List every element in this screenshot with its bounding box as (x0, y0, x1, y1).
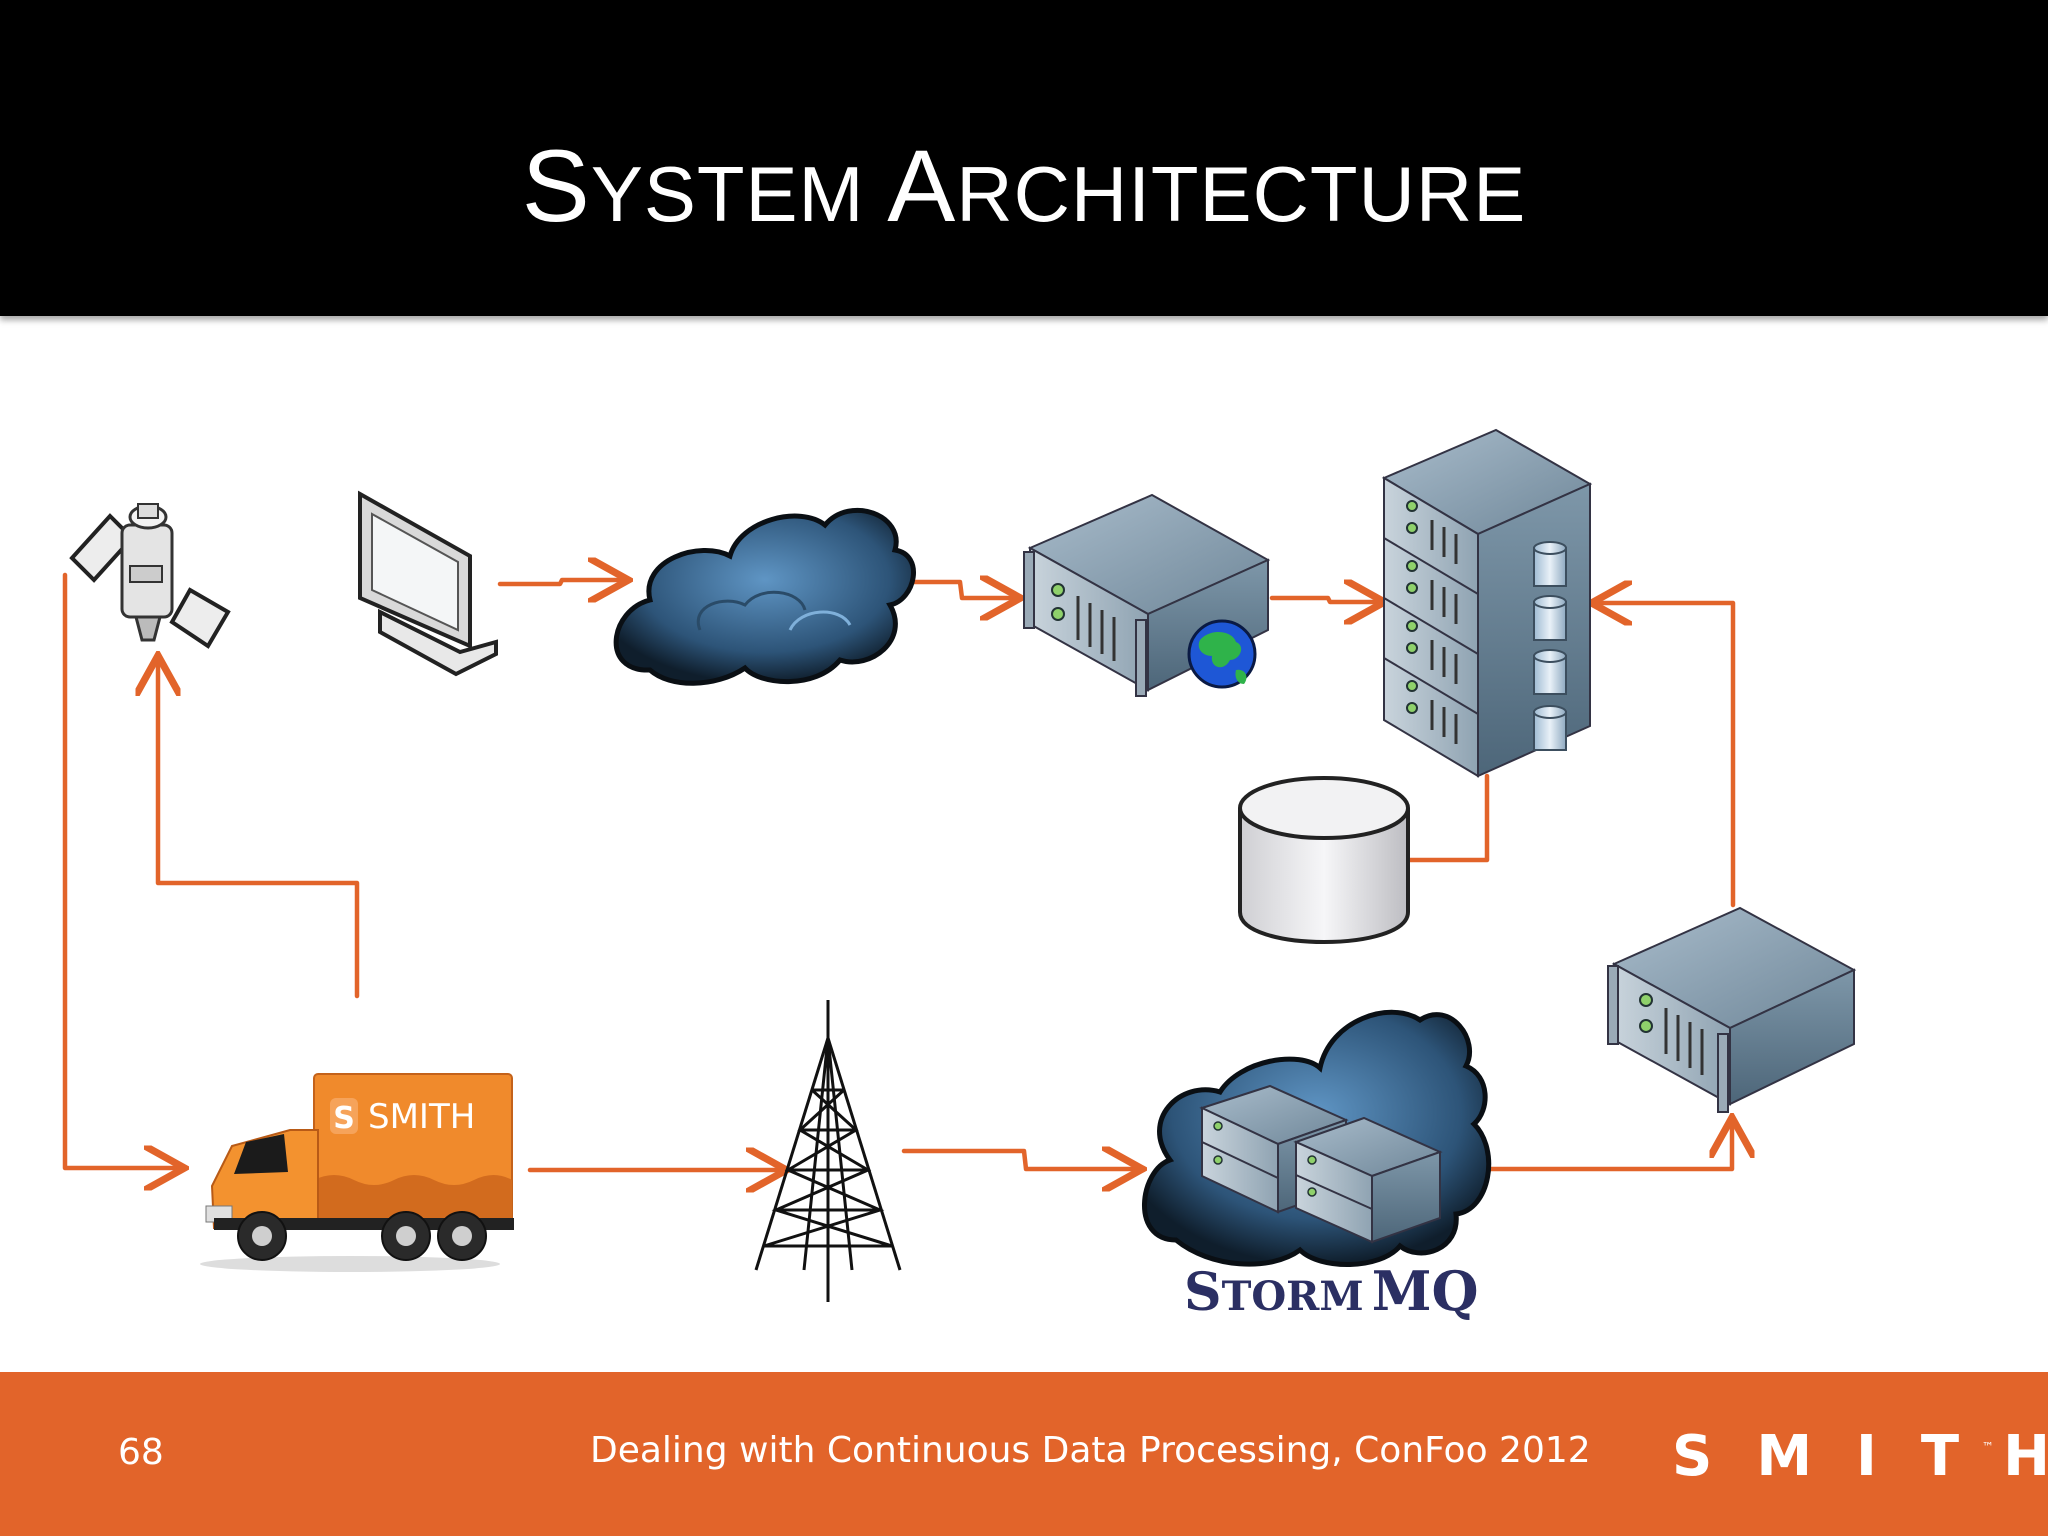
brand-logo: SMITH (1672, 1424, 2048, 1489)
truck-label: SMITH (368, 1097, 475, 1137)
server-icon (1607, 906, 1857, 1113)
arrow-truck-to-satellite (158, 660, 360, 999)
monitor-icon (358, 490, 498, 677)
arrow-tower-to-stormmq (901, 1151, 1138, 1169)
trademark-mark: ™ (1982, 1440, 1994, 1454)
truck-icon: S SMITH (200, 1073, 514, 1272)
slide-title: SYSTEM ARCHITECTURE (521, 129, 1527, 243)
globe-icon (1187, 619, 1257, 689)
footer-text: Dealing with Continuous Data Processing,… (590, 1430, 1591, 1471)
connector-database-to-rack (1407, 773, 1490, 863)
stormmq-cloud-icon (1142, 1009, 1492, 1267)
server-rack-icon (1381, 428, 1593, 778)
arrow-cloud-to-webserver (902, 582, 1016, 598)
database-icon (1238, 776, 1410, 944)
arrow-satellite-to-truck (62, 572, 180, 1168)
connectors (62, 572, 1736, 1172)
arrow-stormmq-to-server (1485, 1122, 1732, 1172)
satellite-icon (69, 503, 231, 649)
header-bar: SYSTEM ARCHITECTURE (0, 0, 2048, 316)
radio-tower-icon (754, 1000, 902, 1302)
arrow-webserver-to-rack (1269, 598, 1380, 602)
footer-bar (0, 1372, 2048, 1536)
truck-logo-letter: S (333, 1101, 355, 1136)
cloud-icon (613, 507, 916, 686)
arrow-server-to-rack (1596, 603, 1736, 908)
page-number: 68 (118, 1432, 164, 1473)
arrow-monitor-to-cloud (497, 580, 624, 584)
